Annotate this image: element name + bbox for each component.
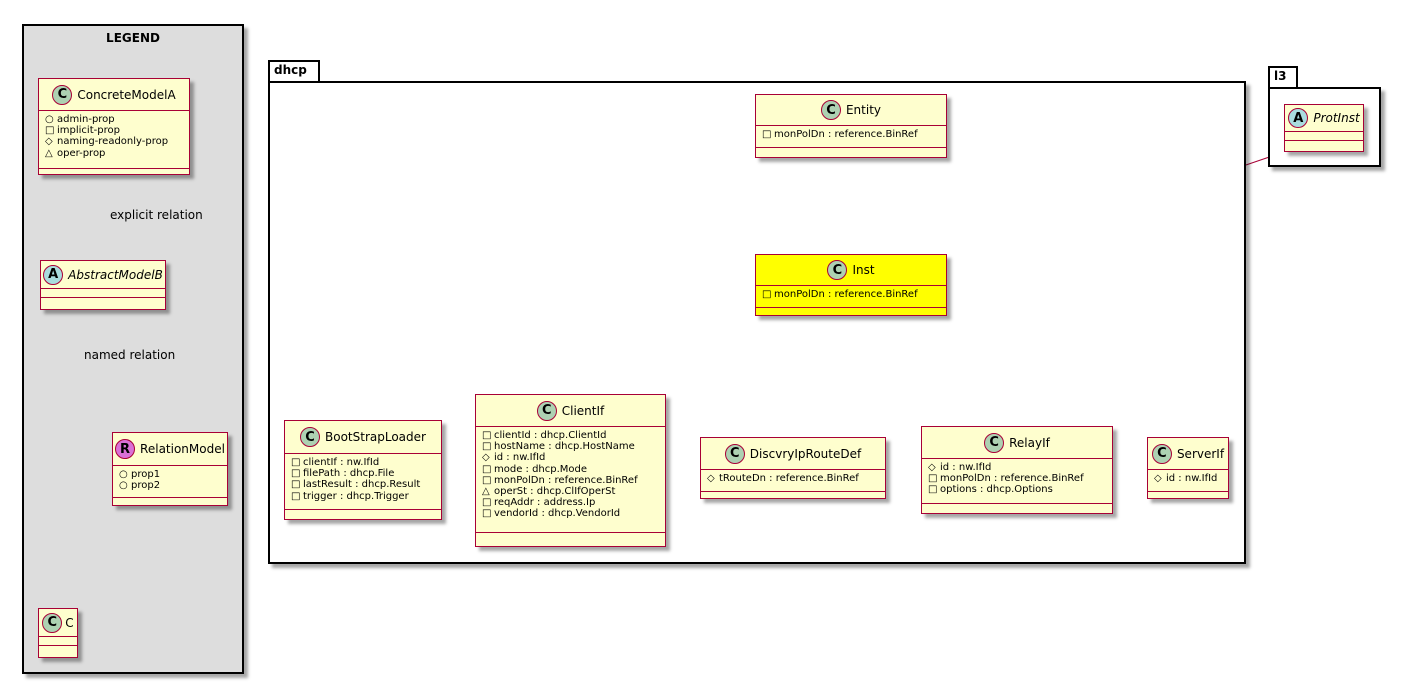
class-attribute: □trigger : dhcp.Trigger <box>291 490 409 502</box>
public-visibility-icon: ○ <box>119 480 128 492</box>
class-attribute: □options : dhcp.Options <box>928 484 1053 496</box>
class-attribute: □vendorId : dhcp.VendorId <box>482 508 621 520</box>
class-name: Entity <box>845 103 882 117</box>
abstract-stereotype-icon: A <box>43 264 64 285</box>
class-attribute: ◇id : nw.IfId <box>928 462 992 473</box>
private-visibility-icon: □ <box>291 457 301 468</box>
private-visibility-icon: □ <box>482 441 492 453</box>
class-protinst[interactable]: A ProtInst <box>1284 104 1364 152</box>
public-visibility-icon: ○ <box>45 114 54 125</box>
package-tab-dhcp: dhcp <box>268 60 320 82</box>
private-visibility-icon: □ <box>482 463 492 475</box>
class-attribute: ◇id : nw.IfId <box>482 452 546 464</box>
class-attribute: □implicit-prop <box>45 125 120 137</box>
class-attribute: △operSt : dhcp.ClIfOperSt <box>482 486 616 498</box>
legend-title: LEGEND <box>106 31 160 45</box>
class-stereotype-icon: C <box>52 84 73 105</box>
abstract-stereotype-icon: A <box>1288 108 1309 128</box>
class-name: Inst <box>852 263 875 277</box>
private-visibility-icon: □ <box>928 473 938 485</box>
private-visibility-icon: □ <box>762 129 772 140</box>
class-name: RelationModel <box>140 442 225 456</box>
class-attribute: □clientIf : nw.IfId <box>291 457 380 468</box>
private-visibility-icon: □ <box>291 479 301 491</box>
class-stereotype-icon: C <box>300 427 321 447</box>
private-visibility-icon: □ <box>291 490 301 502</box>
protected-visibility-icon: ◇ <box>928 462 936 473</box>
class-attribute: □monPolDn : reference.BinRef <box>482 474 638 486</box>
class-stereotype-icon: C <box>536 400 557 421</box>
class-stereotype-icon: C <box>1151 443 1172 464</box>
protected-visibility-icon: ◇ <box>707 473 715 484</box>
class-name: BootStrapLoader <box>325 430 426 444</box>
private-visibility-icon: □ <box>482 430 492 441</box>
class-name: ConcreteModelA <box>77 87 176 102</box>
class-stereotype-icon: C <box>42 612 63 633</box>
class-attribute: △oper-prop <box>45 147 106 159</box>
package-visibility-icon: △ <box>482 486 490 498</box>
protected-visibility-icon: ◇ <box>45 136 53 148</box>
class-clientif[interactable]: C ClientIf □clientId : dhcp.ClientId □ho… <box>475 394 666 547</box>
class-attribute: ○prop1 <box>119 469 161 480</box>
package-tab-l3: l3 <box>1268 66 1298 88</box>
protected-visibility-icon: ◇ <box>1154 473 1162 484</box>
legend-class-concrete-model[interactable]: C ConcreteModelA ○admin-prop □implicit-p… <box>38 78 190 175</box>
edge-label-explicit-relation: explicit relation <box>110 208 203 222</box>
class-attribute: □hostName : dhcp.HostName <box>482 441 635 453</box>
class-attribute: □lastResult : dhcp.Result <box>291 479 421 491</box>
class-attribute: ○prop2 <box>119 480 161 492</box>
class-bootstraploader[interactable]: C BootStrapLoader □clientIf : nw.IfId □f… <box>284 420 442 520</box>
private-visibility-icon: □ <box>45 125 55 137</box>
private-visibility-icon: □ <box>482 508 492 520</box>
class-name: ServerIf <box>1176 446 1225 461</box>
private-visibility-icon: □ <box>482 497 492 509</box>
class-attribute: □reqAddr : address.Ip <box>482 497 596 509</box>
class-stereotype-icon: C <box>984 432 1005 453</box>
class-attribute: □monPolDn : reference.BinRef <box>762 289 918 300</box>
class-stereotype-icon: C <box>827 260 848 280</box>
class-name: C <box>65 615 74 630</box>
class-attribute: □monPolDn : reference.BinRef <box>762 129 918 140</box>
class-attribute: □filePath : dhcp.File <box>291 468 395 480</box>
class-stereotype-icon: C <box>724 443 745 464</box>
class-inst[interactable]: C Inst □monPolDn : reference.BinRef <box>755 254 947 316</box>
class-discvryiproutedef[interactable]: C DiscvryIpRouteDef ◇tRouteDn : referenc… <box>700 437 886 499</box>
class-attribute: ◇tRouteDn : reference.BinRef <box>707 473 859 484</box>
class-name: DiscvryIpRouteDef <box>749 446 862 461</box>
class-serverif[interactable]: C ServerIf ◇id : nw.IfId <box>1147 437 1229 499</box>
legend-class-abstract-model[interactable]: A AbstractModelB <box>40 260 166 310</box>
private-visibility-icon: □ <box>762 289 772 300</box>
protected-visibility-icon: ◇ <box>482 452 490 464</box>
private-visibility-icon: □ <box>928 484 938 496</box>
class-entity[interactable]: C Entity □monPolDn : reference.BinRef <box>755 94 947 158</box>
class-name: ClientIf <box>561 403 605 418</box>
package-visibility-icon: △ <box>45 147 53 159</box>
class-attribute: □clientId : dhcp.ClientId <box>482 430 607 441</box>
class-name: AbstractModelB <box>68 267 163 282</box>
class-name: ProtInst <box>1313 111 1360 125</box>
class-attribute: ◇id : nw.IfId <box>1154 473 1218 484</box>
class-attribute: ○admin-prop <box>45 114 115 125</box>
class-attribute: □monPolDn : reference.BinRef <box>928 473 1084 485</box>
relation-stereotype-icon: R <box>115 439 136 459</box>
class-attribute: □mode : dhcp.Mode <box>482 463 588 475</box>
private-visibility-icon: □ <box>291 468 301 480</box>
class-relayif[interactable]: C RelayIf ◇id : nw.IfId □monPolDn : refe… <box>921 426 1113 514</box>
class-name: RelayIf <box>1009 435 1050 450</box>
class-stereotype-icon: C <box>820 100 841 120</box>
legend-class-c[interactable]: C C <box>38 608 78 658</box>
class-attribute: ◇naming-readonly-prop <box>45 136 169 148</box>
edge-label-named-relation: named relation <box>84 348 176 362</box>
legend-class-relation-model[interactable]: R RelationModel ○prop1 ○prop2 <box>112 432 228 506</box>
private-visibility-icon: □ <box>482 474 492 486</box>
public-visibility-icon: ○ <box>119 469 128 480</box>
